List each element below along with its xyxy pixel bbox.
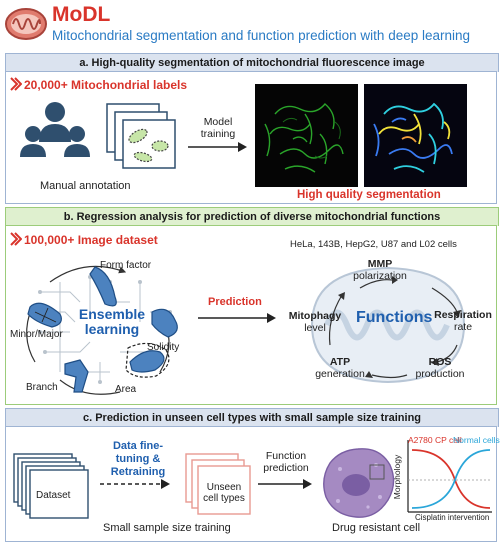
- section-b-tag: 100,000+ Image dataset: [24, 233, 158, 247]
- functions-label: Functions: [356, 309, 433, 326]
- cisplatin-label: Cisplatin intervention: [415, 513, 490, 522]
- form-factor-label: Form factor: [100, 260, 152, 271]
- function-prediction-label: Function prediction: [263, 450, 309, 474]
- arrow-right-icon: [258, 479, 312, 489]
- morphology-chart: [407, 440, 492, 513]
- segmentation-image: [364, 84, 467, 187]
- section-a-title: a. High-quality segmentation of mitochon…: [5, 53, 499, 72]
- mitochondrion-functions-diagram: [310, 266, 466, 384]
- minor-major-label: Minor/Major: [10, 329, 63, 340]
- unseen-cell-types-label: Unseen cell types: [203, 482, 245, 504]
- prediction-label: Prediction: [208, 296, 262, 308]
- section-c-title: c. Prediction in unseen cell types with …: [5, 408, 499, 427]
- arrow-right-icon: [188, 142, 247, 152]
- morphology-axis-label: Morphology: [392, 454, 402, 500]
- small-sample-label: Small sample size training: [103, 522, 231, 534]
- dataset-stack-icon: [13, 453, 89, 519]
- drug-resistant-cell-icon: [323, 448, 395, 518]
- solidity-label: Solidity: [147, 342, 180, 353]
- unseen-stack-icon: [185, 453, 251, 515]
- chevron-right-icon: [10, 232, 22, 246]
- ensemble-learning-label: Ensemble learning: [78, 306, 146, 337]
- page-subtitle: Mitochondrial segmentation and function …: [52, 28, 471, 43]
- model-training-label: Model training: [200, 116, 236, 140]
- manual-annotation-label: Manual annotation: [40, 180, 131, 192]
- mitochondrion-logo-icon: [5, 8, 47, 40]
- section-a-tag: 20,000+ Mitochondrial labels: [24, 78, 188, 92]
- page-title: MoDL: [52, 3, 111, 26]
- arrow-right-icon: [198, 313, 276, 323]
- hq-segmentation-label: High quality segmentation: [297, 189, 441, 201]
- fine-tuning-label: Data fine-tuning & Retraining: [110, 440, 166, 478]
- area-label: Area: [115, 384, 137, 395]
- ensemble-learning-diagram: [26, 265, 178, 395]
- chevron-right-icon: [10, 77, 22, 91]
- drug-resistant-label: Drug resistant cell: [332, 522, 421, 534]
- dashed-arrow-right-icon: [100, 479, 170, 489]
- section-b-title: b. Regression analysis for prediction of…: [5, 207, 499, 226]
- branch-label: Branch: [26, 382, 58, 393]
- annotated-images-icon: [106, 103, 176, 169]
- people-icon: [20, 102, 90, 157]
- normal-cells-label: Normal cells: [453, 435, 500, 445]
- fluorescence-image: [255, 84, 358, 187]
- dataset-label: Dataset: [36, 490, 71, 501]
- a2780-label: A2780 CP cell: [408, 435, 462, 445]
- cell-lines-label: HeLa, 143B, HepG2, U87 and L02 cells: [290, 239, 457, 250]
